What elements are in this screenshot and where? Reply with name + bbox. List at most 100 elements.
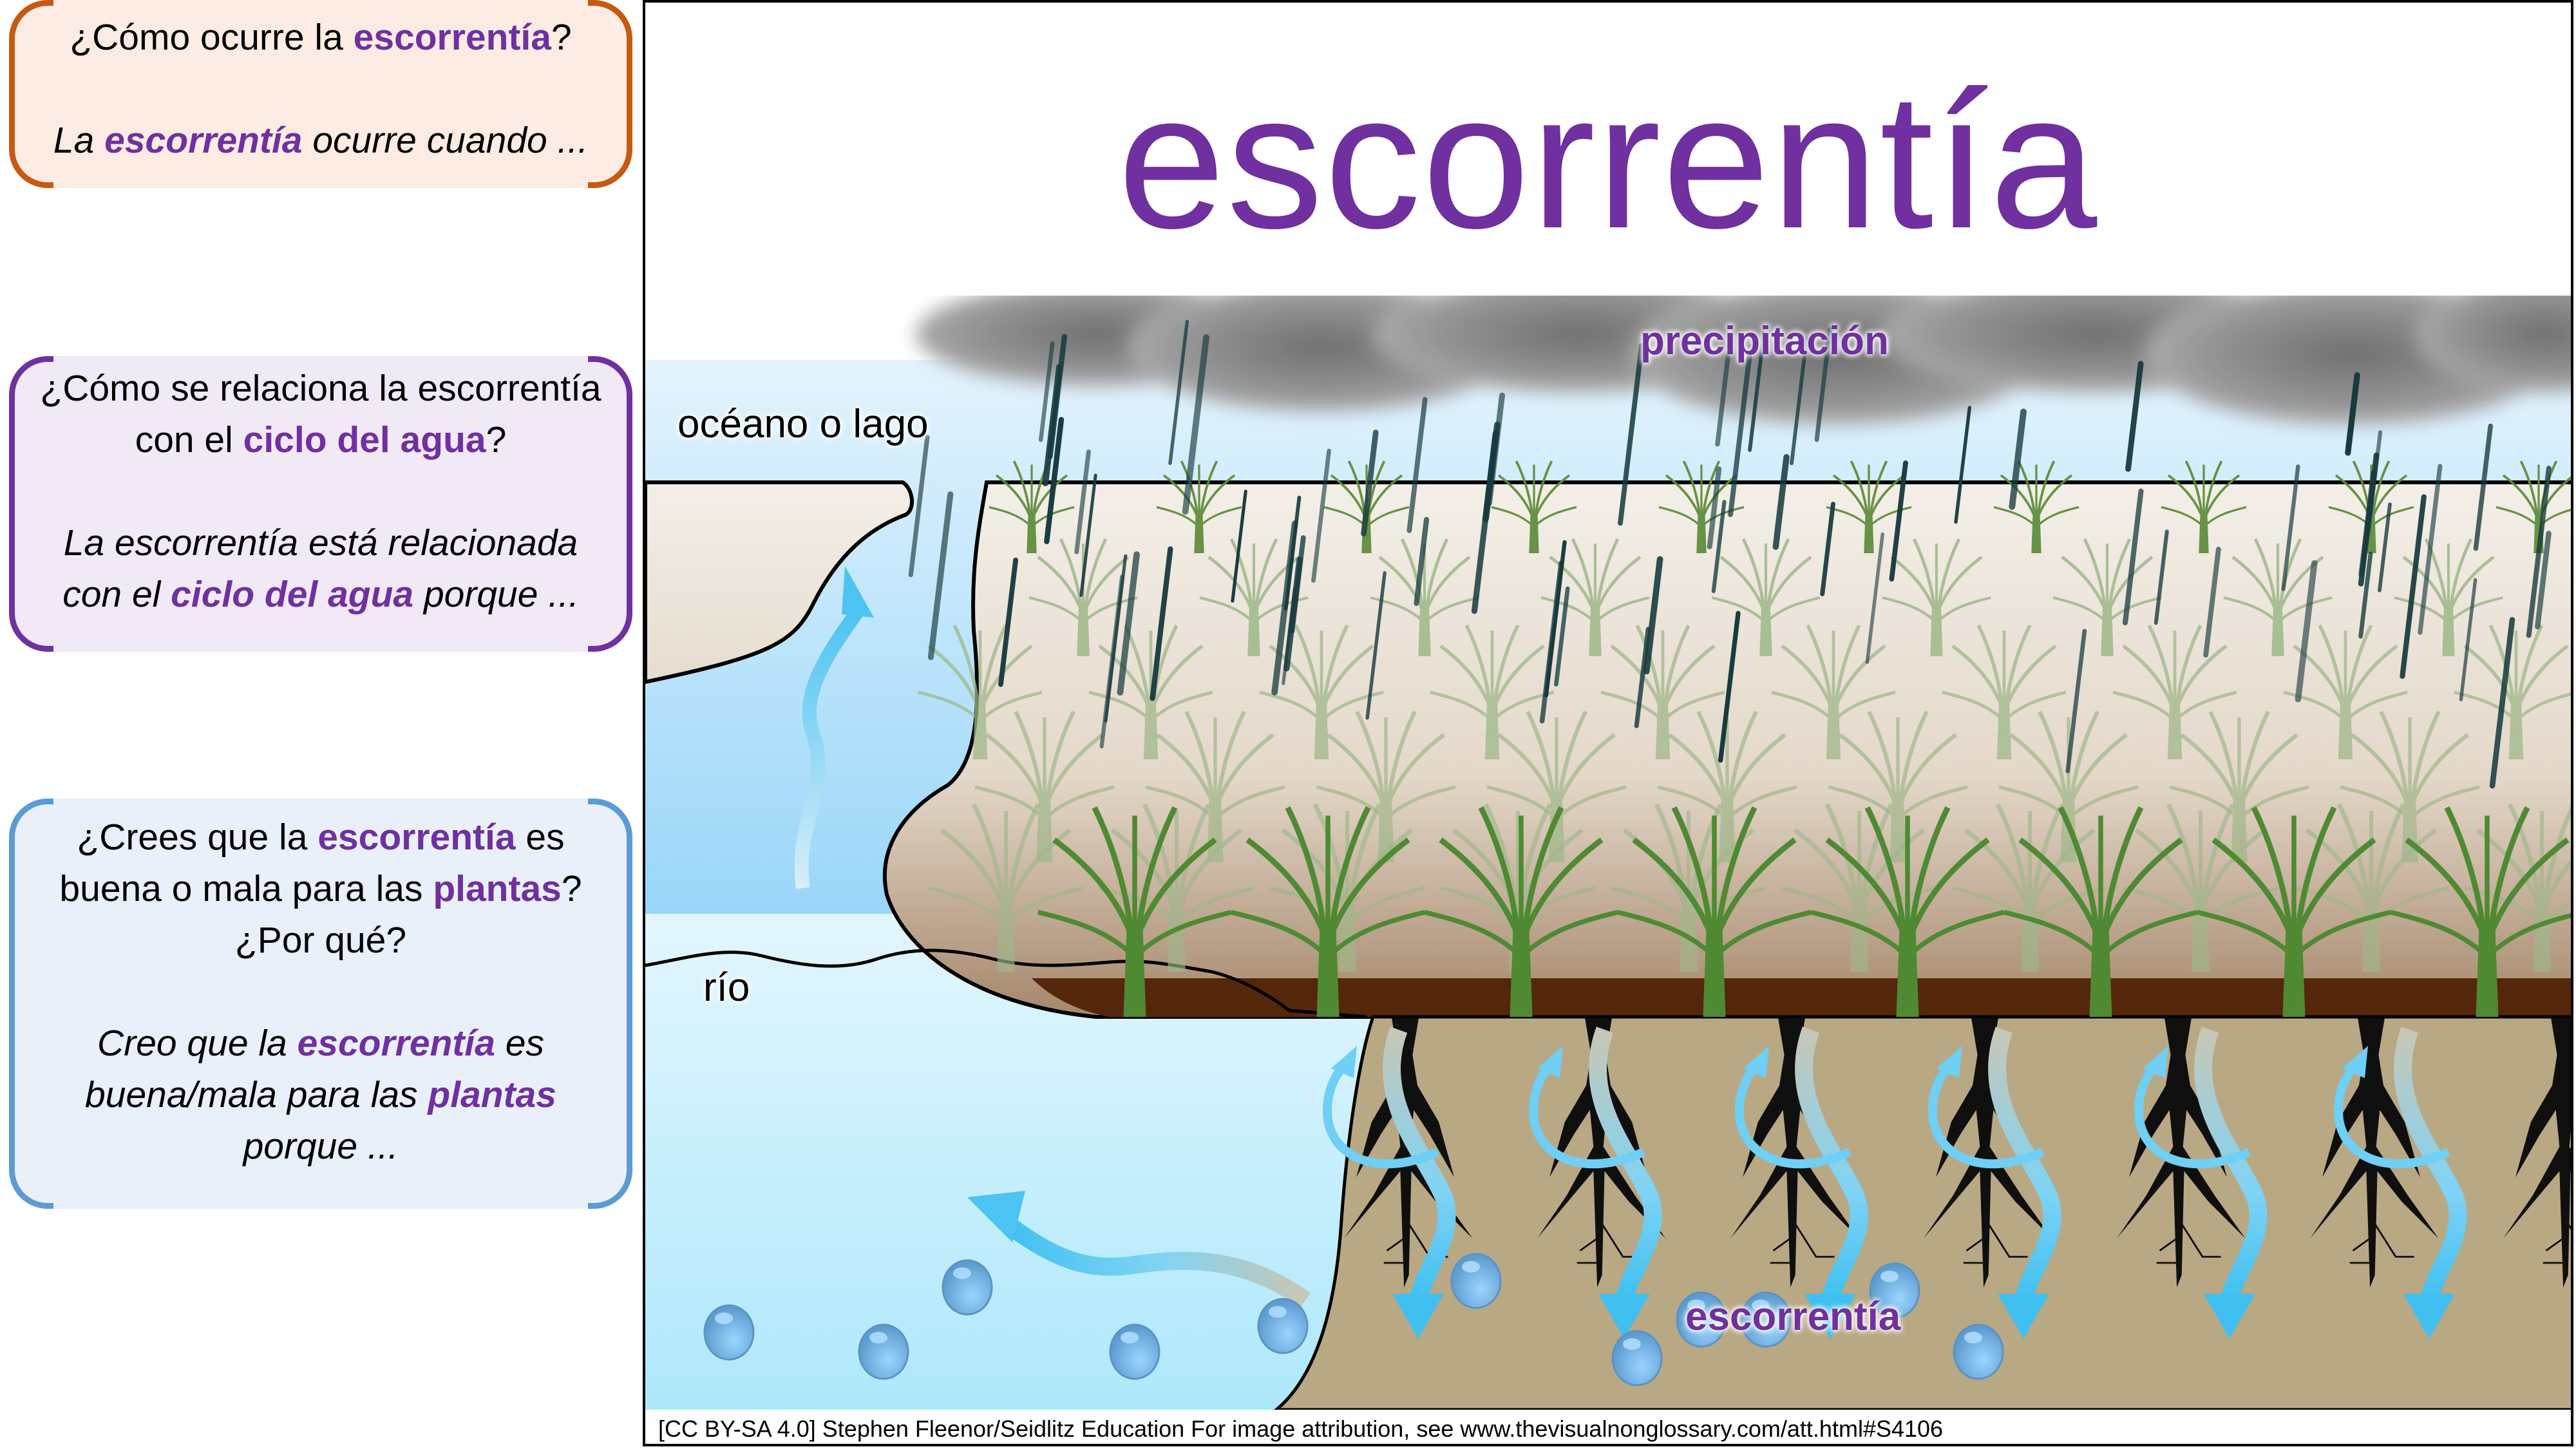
water-droplet	[1611, 1330, 1663, 1387]
precipitation-label: precipitación	[1640, 319, 1889, 363]
prompt-question-line: ¿Crees que la escorrentía es	[9, 811, 632, 863]
rain-drop-streak	[1182, 334, 1209, 515]
prompt-box-water-cycle: ¿Cómo se relaciona la escorrentía con el…	[9, 356, 632, 652]
question-text: buena o mala para las	[59, 868, 433, 909]
rain-drop-streak	[2365, 430, 2383, 538]
rain-streaks	[908, 319, 2552, 789]
keyword-highlight: escorrentía	[317, 817, 516, 858]
prompt-question-line: buena o mala para las plantas?	[9, 863, 632, 914]
sentence-stem-line: La escorrentía está relacionada	[63, 522, 578, 564]
runoff-label: escorrentía	[1685, 1294, 1901, 1339]
stem-text: La	[53, 120, 105, 161]
evaporation-arrow-head	[842, 566, 874, 618]
rain-drop-streak	[2378, 502, 2392, 592]
rain-drop-streak	[1271, 520, 1298, 696]
runoff-to-river-arrow	[1000, 1215, 1311, 1308]
rain-drop-streak	[2535, 531, 2552, 630]
rain-drop-streak	[1074, 449, 1091, 554]
rain-drop-streak	[2473, 423, 2494, 551]
keyword-highlight: escorrentía	[297, 1023, 495, 1064]
rain-drop-streak	[2009, 408, 2027, 510]
infiltration-arrow	[1529, 1027, 1662, 1339]
question-text: con el	[135, 419, 243, 460]
rain-drop-streak	[1865, 532, 1885, 664]
rain-drop-streak	[1104, 554, 1128, 723]
rain-drop-streak	[2281, 464, 2300, 591]
rain-drop-streak	[1539, 560, 1564, 724]
rain-drop-streak	[1231, 489, 1247, 603]
groundwater-drops	[703, 1253, 2004, 1387]
question-text: ?	[561, 868, 582, 909]
question-text: ¿Cómo ocurre la	[70, 17, 354, 58]
water-droplet	[1953, 1323, 2004, 1380]
question-text: ?	[551, 17, 572, 58]
rain-drop-streak	[927, 491, 954, 661]
prompt-box-good-or-bad-for-plants: ¿Crees que la escorrentía es buena o mal…	[9, 799, 632, 1209]
rain-drop-streak	[2345, 372, 2360, 456]
stem-text: con el	[62, 574, 171, 615]
prompt-question-line: ¿Por qué?	[234, 920, 407, 961]
question-text: ?	[486, 419, 507, 460]
runoff-illustration	[645, 296, 2571, 1410]
rain-drop-streak	[1044, 417, 1065, 545]
rain-drop-streak	[1554, 586, 1570, 687]
rain-drop-streak	[1365, 571, 1387, 720]
rain-drop-streak	[1772, 454, 1790, 550]
rain-drop-streak	[1790, 336, 1809, 466]
rain-drop-streak	[2154, 529, 2169, 625]
rain-drop-streak	[1618, 343, 1644, 526]
rain-drop-streak	[2065, 629, 2087, 773]
storm-cloud	[916, 296, 2571, 424]
infiltration-arrow	[2134, 1027, 2268, 1339]
rain-drop-streak	[2459, 578, 2477, 701]
water-droplet	[703, 1304, 755, 1361]
topsoil-layer	[1032, 978, 2571, 1017]
river-label: río	[703, 965, 750, 1010]
water-droplet	[1109, 1323, 1160, 1380]
rain-drop-streak	[1889, 460, 1908, 582]
rain-drop-streak	[2418, 464, 2443, 635]
rain-drop-streak	[1283, 556, 1303, 672]
water-droplet	[942, 1259, 993, 1316]
water-droplet	[1257, 1298, 1309, 1354]
sentence-stem: La escorrentía ocurre cuando ...	[9, 115, 632, 166]
lake-shore	[645, 480, 914, 685]
rain-drop-streak	[1311, 448, 1331, 583]
keyword-highlight: ciclo del agua	[243, 419, 486, 460]
rain-drop-streak	[1414, 516, 1430, 606]
stem-text: ocurre cuando ...	[302, 120, 589, 161]
keyword-highlight: escorrentía	[104, 120, 303, 161]
stem-text: es	[495, 1023, 544, 1064]
water-droplet	[1740, 1291, 1792, 1348]
keyword-highlight: ciclo del agua	[171, 574, 414, 615]
rain-drop-streak	[1715, 336, 1733, 447]
water-droplet	[858, 1323, 909, 1380]
rain-drop-streak	[1471, 430, 1499, 614]
rain-drop-streak	[1042, 363, 1063, 486]
rain-drop-streak	[1038, 341, 1055, 442]
rain-drop-streak	[998, 557, 1019, 687]
keyword-highlight: plantas	[433, 868, 562, 909]
keyword-highlight: escorrentía	[353, 17, 551, 58]
rain-drop-streak	[2400, 494, 2427, 679]
infiltration-arrow	[2334, 1027, 2467, 1339]
rain-drop-streak	[908, 435, 930, 578]
rain-drop-streak	[1406, 397, 1428, 533]
rain-drop-streak	[1117, 551, 1140, 696]
runoff-to-river-arrow-head	[967, 1191, 1025, 1242]
rain-drop-streak	[1634, 627, 1651, 728]
sentence-stem-line: con el ciclo del agua porque ...	[9, 569, 632, 620]
prompt-question-line: con el ciclo del agua?	[9, 414, 632, 466]
rain-drop-streak	[2295, 560, 2318, 703]
rain-drop-streak	[1079, 473, 1097, 597]
water-droplet	[1676, 1291, 1727, 1348]
prompt-question-line: ¿Cómo se relaciona la escorrentía	[40, 368, 601, 409]
rain-drop-streak	[1718, 611, 1741, 763]
question-text: es	[515, 817, 565, 858]
infiltration-arrow	[1735, 1027, 1868, 1339]
rain-drop-streak	[1814, 327, 1833, 442]
sentence-stem-line: buena/mala para las plantas	[9, 1069, 632, 1121]
rain-drop-streak	[1954, 406, 1972, 524]
rain-drop-streak	[1820, 502, 1835, 596]
rain-drop-streak	[1707, 466, 1722, 549]
